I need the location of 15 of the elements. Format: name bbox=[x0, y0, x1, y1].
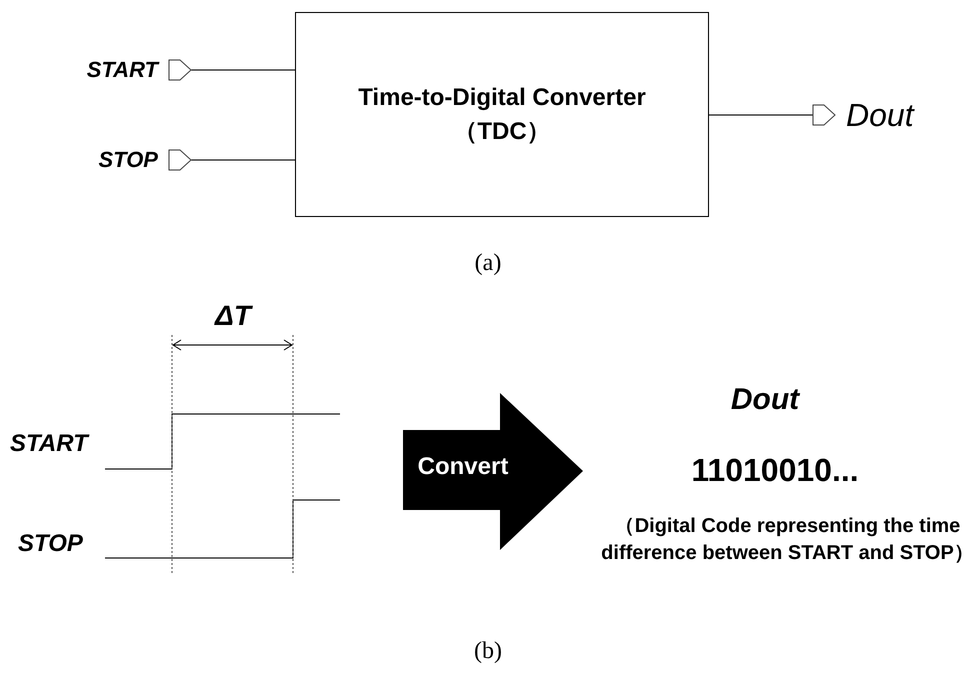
digital-code: 11010010... bbox=[690, 452, 860, 489]
figure-label: (b) bbox=[473, 638, 503, 665]
figure-label: (a) bbox=[474, 250, 502, 277]
signal-label: STOP bbox=[98, 147, 158, 173]
converter-block bbox=[295, 12, 709, 217]
block-title: Time-to-Digital Converter （TDC） bbox=[357, 82, 647, 146]
arrow-label: Convert bbox=[416, 453, 510, 481]
connector-line bbox=[708, 114, 814, 116]
dimension-label: ΔT bbox=[213, 300, 254, 332]
signal-label: START bbox=[10, 430, 88, 458]
output-label: Dout bbox=[730, 383, 802, 417]
code-description: （Digital Code representing the time difference between START and STOP） bbox=[600, 514, 975, 566]
signal-label: START bbox=[86, 57, 158, 83]
signal-label: Dout bbox=[846, 97, 914, 134]
signal-label: STOP bbox=[18, 530, 83, 558]
